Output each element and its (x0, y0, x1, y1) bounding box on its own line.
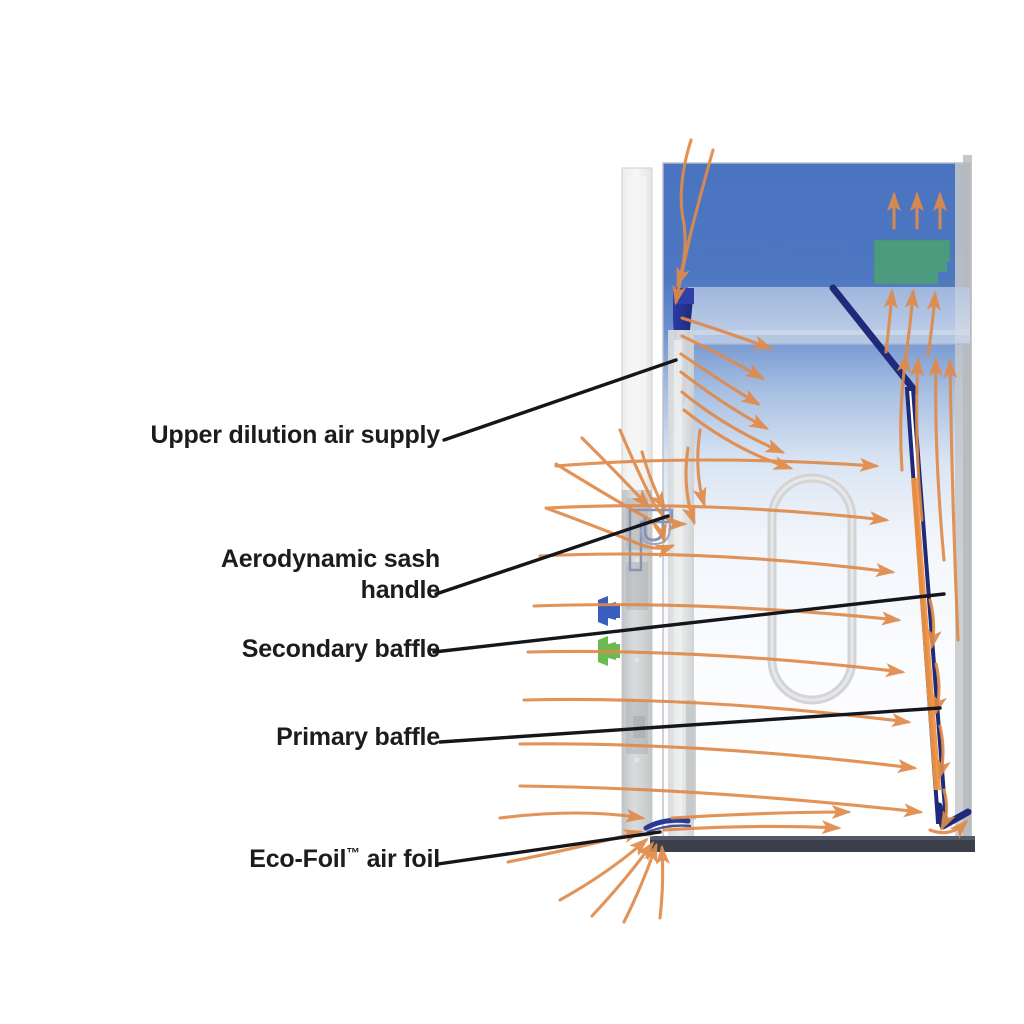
sash-track-lower (686, 700, 696, 820)
secondary-baffle (829, 284, 919, 395)
streamline-baffle-down-1 (927, 598, 942, 650)
service-fitting-blue (598, 596, 620, 626)
streamline-riser-5 (910, 356, 925, 522)
sash-frame-bracket (628, 508, 674, 572)
streamline-baffle-down-3 (937, 724, 951, 780)
sash-track-highlight (674, 340, 682, 826)
duct-fitting (873, 239, 951, 285)
leader-primary-baffle (438, 706, 942, 744)
streamline-riser-2 (904, 288, 919, 357)
ceiling-plenum-band (688, 287, 970, 335)
streamline-face-3 (538, 552, 896, 577)
streamline-handle-2 (554, 462, 667, 544)
hood-chamber (662, 155, 972, 845)
streamline-face-6 (522, 697, 912, 727)
callout-label-aerodynamic-sash-handle: Aerodynamic sash handle (220, 545, 440, 604)
streamline-face-1 (554, 457, 880, 472)
streamline-downwash-2 (681, 446, 696, 526)
streamline-riser-1 (883, 288, 898, 354)
callout-label-upper-dilution-air-supply: Upper dilution air supply (150, 421, 441, 449)
callout-label-secondary-baffle: Secondary baffle (241, 635, 440, 663)
streamline-dilution-2 (680, 334, 766, 380)
leader-secondary-baffle (432, 592, 946, 654)
streamline-foil-in-3 (622, 842, 658, 924)
streamline-face-8 (518, 784, 924, 818)
streamline-handle-5 (640, 450, 666, 512)
streamline-face-7 (518, 742, 918, 774)
streamline-downwash-1 (692, 428, 707, 508)
streamline-dilution-4 (679, 370, 770, 430)
eco-foil-air-foil (643, 817, 692, 834)
callout-leaders (432, 358, 946, 866)
streamline-face-4 (532, 603, 902, 626)
streamline-riser-4 (896, 352, 911, 472)
eco-foil-name: Eco-Foil (249, 845, 347, 873)
ceiling-plenum-lip (688, 330, 970, 344)
worktop (650, 836, 975, 852)
streamline-top-2 (672, 148, 715, 306)
streamline-return-curl (928, 819, 969, 839)
streamline-foil-in-4 (655, 844, 670, 920)
streamline-face-5 (526, 649, 906, 678)
streamline-dilution-6 (682, 408, 794, 470)
leader-eco-foil-air-foil (436, 830, 662, 866)
streamline-worktop-2 (670, 804, 852, 820)
callout-label-eco-foil-air-foil: Eco-Foil™ air foil (249, 844, 440, 875)
callout-label-primary-baffle: Primary baffle (276, 723, 440, 751)
streamline-dilution-3 (679, 352, 762, 406)
streamline-handle-1 (580, 436, 651, 509)
ceiling-equipment-outline (699, 244, 845, 286)
sash-handle-outer (640, 507, 671, 546)
streamline-handle-3 (544, 506, 676, 559)
trademark-symbol: ™ (346, 845, 360, 861)
streamline-worktop-1 (662, 820, 842, 835)
eco-foil-suffix: air foil (359, 845, 441, 873)
streamline-baffle-down-4 (940, 788, 956, 832)
chamber-right-edge (963, 155, 972, 845)
streamline-foil-in-6 (498, 808, 646, 823)
airflow-streamlines (498, 138, 969, 924)
streamline-dilution-1 (680, 316, 774, 350)
streamline-face-2 (546, 504, 890, 526)
streamline-riser-7 (943, 358, 960, 642)
streamline-dilution-5 (680, 390, 786, 454)
leader-upper-dilution-air-supply (442, 358, 678, 442)
streamline-riser-6 (928, 356, 946, 562)
vessel (767, 473, 857, 705)
streamline-riser-3 (926, 290, 941, 357)
leader-aerodynamic-sash-handle (434, 514, 670, 596)
